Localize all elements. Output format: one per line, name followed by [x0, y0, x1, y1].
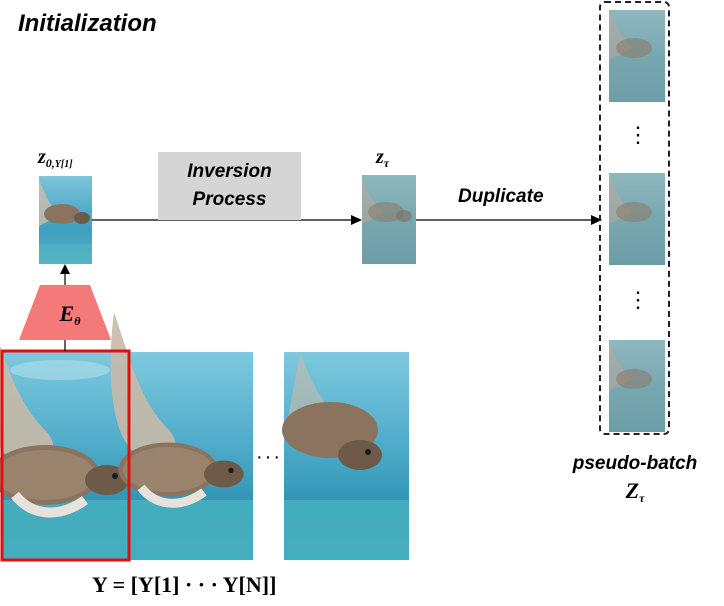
pseudo-batch-container: [599, 1, 670, 435]
pseudo-batch-dots-1: ⋮: [627, 122, 649, 147]
inversion-process-box: [158, 152, 301, 220]
input-frame-n: [282, 352, 409, 560]
duplicate-label: Duplicate: [458, 186, 544, 207]
pseudo-batch-label: pseudo-batch: [572, 453, 698, 474]
encoder-label: Eθ: [59, 301, 81, 328]
frames-ellipsis: ···: [256, 446, 282, 468]
latent-z0-image: [39, 176, 92, 264]
z0-label: z0,Y[1]: [38, 146, 73, 170]
input-frame-1: [0, 300, 129, 560]
encoder-trapezoid: [19, 285, 111, 340]
y-definition-equation: Y = [Y[1] · · · Y[N]]: [92, 572, 277, 597]
inversion-process-label: Inversion Process: [187, 161, 272, 210]
pseudo-batch-image-1: [609, 10, 665, 102]
pseudo-batch-dots-2: ⋮: [627, 287, 649, 312]
section-title: Initialization: [18, 10, 157, 37]
pseudo-batch-image-2: [609, 173, 665, 265]
input-frame-2: [111, 312, 253, 560]
latent-ztau-image: [362, 175, 416, 264]
z-tau-label: zτ: [376, 146, 390, 170]
pseudo-batch-z-label: Zτ: [625, 478, 645, 505]
pseudo-batch-image-3: [609, 340, 665, 432]
